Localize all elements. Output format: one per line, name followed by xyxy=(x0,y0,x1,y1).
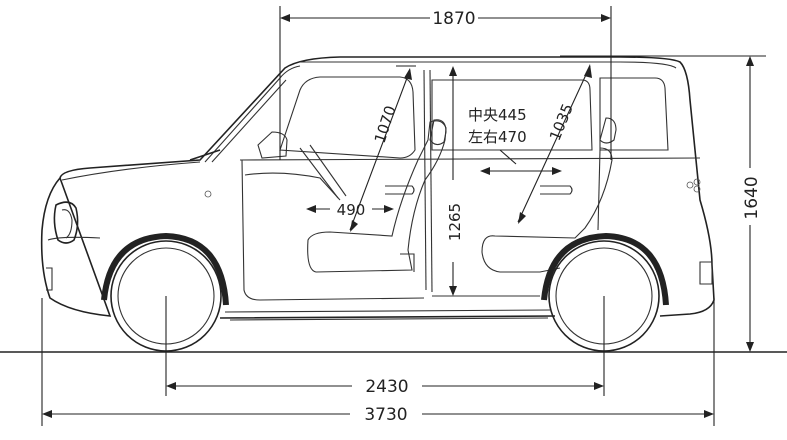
front-door-handle xyxy=(385,185,415,195)
dim-rear-legroom: 中央445 左右470 xyxy=(468,106,562,175)
rear-window xyxy=(431,79,593,151)
quarter-window xyxy=(599,77,669,151)
rear-lamp xyxy=(699,261,713,285)
vehicle-height-label: 1640 xyxy=(742,176,762,219)
beltline xyxy=(239,157,701,161)
car-body xyxy=(40,56,715,321)
rear-center-label: 中央445 xyxy=(468,106,527,124)
rear-wheel-arch xyxy=(541,232,669,306)
dim-length: 3730 xyxy=(41,298,715,426)
rear-side-label: 左右470 xyxy=(468,128,527,146)
hood-line xyxy=(61,161,201,181)
roof-line xyxy=(300,61,677,69)
front-wheel xyxy=(101,232,229,352)
fuel-cap-icon xyxy=(686,178,701,193)
rear-headroom-label: 1035 xyxy=(546,101,577,143)
wheelbase-label: 2430 xyxy=(365,377,408,397)
front-legroom-label: 490 xyxy=(337,201,366,219)
steering-wheel xyxy=(299,144,347,199)
wiper xyxy=(189,149,221,161)
headlamp xyxy=(53,201,79,244)
front-window xyxy=(279,76,416,159)
dim-front-legroom: 490 xyxy=(306,201,394,219)
overall-height-label: 1870 xyxy=(432,9,475,29)
dim-wheelbase: 2430 xyxy=(165,296,605,397)
rear-wheel xyxy=(541,232,669,352)
dim-top: 1870 xyxy=(279,6,612,160)
side-mirror xyxy=(257,131,288,159)
dim-interior-height: 1265 xyxy=(446,66,464,296)
interior-height-label: 1265 xyxy=(446,203,464,241)
rear-seat xyxy=(481,147,613,273)
front-seat xyxy=(307,120,447,273)
dim-right: 1640 xyxy=(560,55,766,352)
overall-length-label: 3730 xyxy=(364,405,407,425)
front-wheel-arch xyxy=(101,232,229,306)
dim-rear-headroom: 1035 xyxy=(517,64,592,224)
side-marker xyxy=(204,190,212,198)
front-headroom-label: 1070 xyxy=(371,104,400,146)
body-outline xyxy=(40,56,715,319)
sill-line xyxy=(224,309,551,313)
rear-door-handle xyxy=(540,185,573,195)
